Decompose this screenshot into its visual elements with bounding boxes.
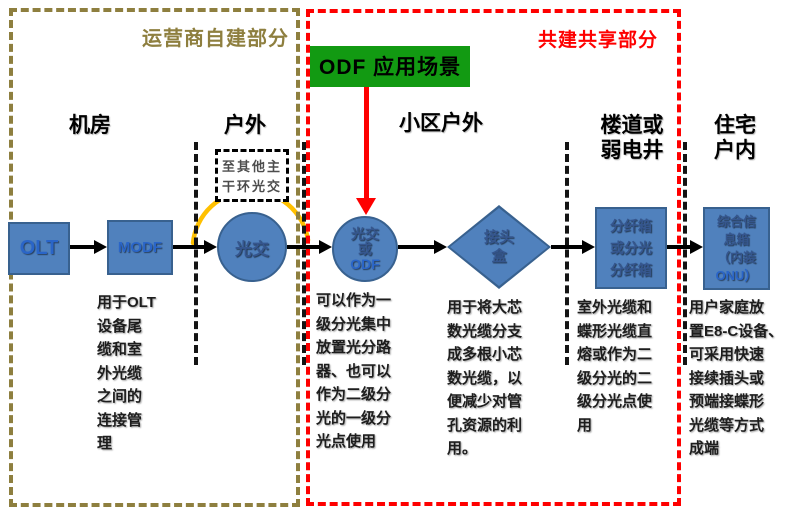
node-splice-box-diamond: 接头 盒 [447, 205, 551, 289]
odf-callout-arrow-line [364, 83, 369, 201]
desc-optical-cross-or-odf: 可以作为一 级分光集中 放置光分路 器、也可以 作为二级分 光的一级分 光点使用 [316, 292, 392, 450]
odf-scenario-title: ODF 应用场景 [310, 46, 471, 87]
column-header-community-outdoor: 小区户外 [399, 112, 483, 135]
column-separator-1 [194, 142, 198, 365]
column-header-residential: 住宅 户内 [714, 114, 756, 162]
flow-arrow-5-line [551, 245, 584, 249]
node-olt-label: OLT [19, 237, 59, 259]
desc-modf: 用于OLT 设备尾 缆和室 外光缆 之间的 连接管 理 [97, 294, 156, 452]
node-optical-cross-label: 光交 [235, 239, 269, 259]
node-splice-box-label: 接头 盒 [483, 229, 514, 265]
flow-arrow-6-head [690, 240, 703, 254]
column-separator-3 [565, 142, 569, 365]
flow-arrow-1-head [94, 240, 107, 254]
trunk-ring-annotation-box: 至其他主 干环光交 [215, 149, 289, 202]
column-header-corridor: 楼道或 弱电井 [600, 114, 664, 162]
flow-arrow-4-head [434, 240, 447, 254]
shared-region-box [306, 9, 681, 506]
flow-arrow-3-line [287, 245, 321, 249]
node-modf: MODF [107, 220, 173, 275]
node-integrated-info-box-label: 综合信 息箱 （内装 [716, 213, 756, 265]
column-separator-2 [302, 142, 306, 365]
flow-arrow-4-line [398, 245, 436, 249]
desc-integrated-info-box: 用户家庭放 置E8-C设备、 可采用快速 接续插头或 预端接蝶形 光缆等方式 成… [689, 299, 784, 457]
node-onu-sublabel: ONU） [715, 267, 758, 283]
node-optical-cross-or-odf: 光交 或 ODF [332, 216, 398, 282]
flow-arrow-2-head [204, 240, 217, 254]
node-odf-sublabel: ODF [350, 255, 380, 272]
node-modf-label: MODF [117, 239, 163, 256]
node-integrated-info-box: 综合信 息箱 （内装 ONU） [703, 207, 770, 290]
flow-arrow-2-line [173, 245, 206, 249]
self-built-region-label: 运营商自建部分 [142, 28, 289, 50]
node-fiber-distribution-box: 分纤箱 或分光 分纤箱 [595, 207, 667, 289]
desc-splice-box: 用于将大芯 数光缆分支 成多根小芯 数光缆，以 便减少对管 孔资源的利 用。 [447, 299, 523, 457]
node-fiber-distribution-box-label: 分纤箱 或分光 分纤箱 [610, 218, 652, 278]
shared-region-label: 共建共享部分 [538, 30, 659, 51]
node-optical-cross: 光交 [217, 212, 287, 282]
odf-callout-arrow-head [356, 198, 376, 215]
flow-arrow-6-line [667, 245, 692, 249]
flow-arrow-5-head [582, 240, 595, 254]
column-header-outdoor: 户外 [224, 114, 266, 137]
desc-fiber-distribution-box: 室外光缆和 蝶形光缆直 熔或作为二 级分光的二 级分光点使 用 [577, 299, 653, 434]
column-separator-4 [683, 142, 687, 365]
node-optical-cross-or-odf-label: 光交 或 [351, 225, 379, 257]
flow-arrow-1-line [70, 245, 96, 249]
node-olt: OLT [8, 222, 70, 275]
column-header-equipment-room: 机房 [69, 114, 111, 137]
flow-arrow-3-head [319, 240, 332, 254]
